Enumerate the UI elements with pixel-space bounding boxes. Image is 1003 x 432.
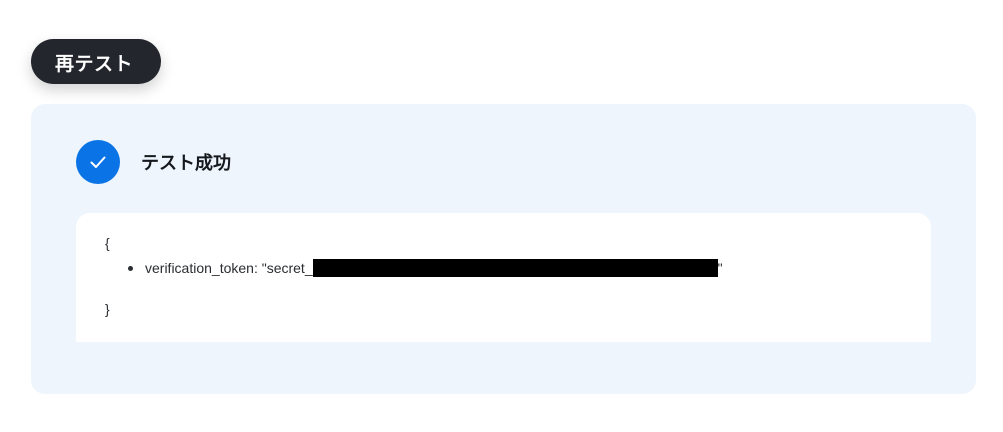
field-key: verification_token: "secret_ — [145, 260, 313, 276]
redacted-value — [312, 259, 718, 277]
test-status-row: テスト成功 — [76, 140, 231, 184]
retest-button-label: 再テスト — [55, 53, 134, 75]
response-body: { verification_token: "secret_ " } — [76, 213, 931, 342]
response-field-verification-token: verification_token: "secret_ " — [128, 259, 723, 277]
json-open-brace: { — [105, 235, 110, 251]
check-icon — [76, 140, 120, 184]
retest-button[interactable]: 再テスト — [31, 39, 161, 84]
json-close-brace: } — [105, 301, 110, 317]
test-result-panel: テスト成功 { verification_token: "secret_ " } — [31, 104, 976, 394]
list-bullet — [128, 265, 133, 271]
field-suffix: " — [717, 260, 723, 276]
test-status-text: テスト成功 — [141, 153, 231, 174]
